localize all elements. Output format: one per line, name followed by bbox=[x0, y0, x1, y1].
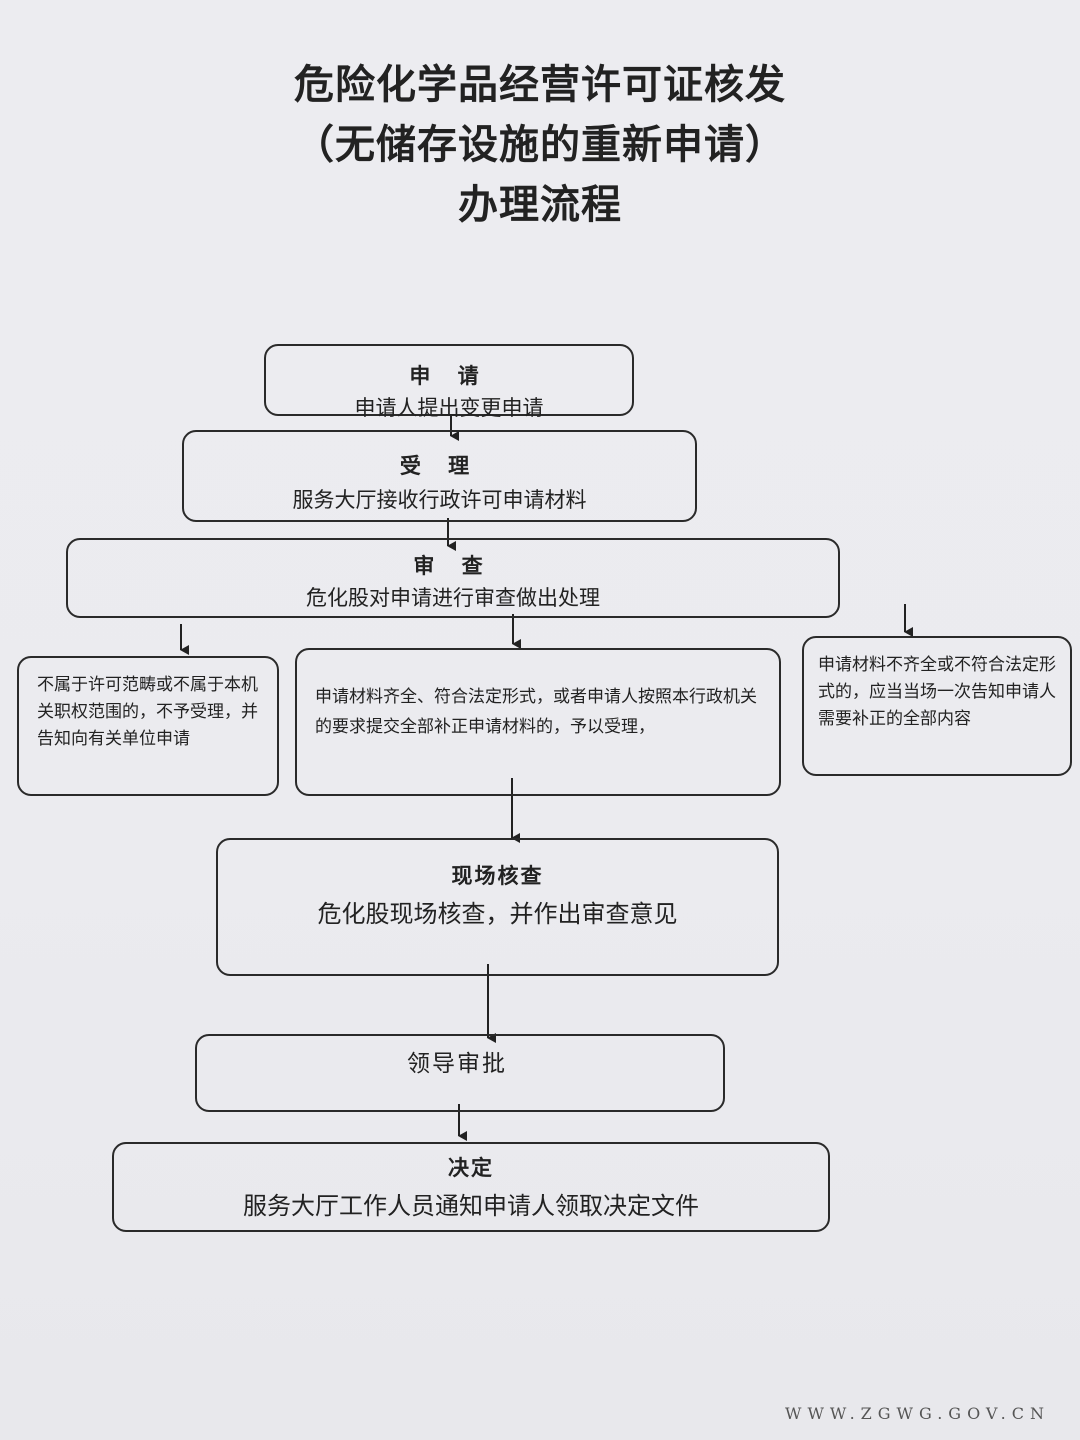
step-approval-box: 领导审批 bbox=[195, 1034, 725, 1112]
step-decision-text: 服务大厅工作人员通知申请人领取决定文件 bbox=[243, 1192, 699, 1220]
step-approval-heading: 领导审批 bbox=[407, 1051, 507, 1077]
watermark: WWW.ZGWG.GOV.CN bbox=[785, 1404, 1050, 1423]
outcome-accepted-text: 申请材料齐全、符合法定形式，或者申请人按照本行政机关的要求提交全部补正申请材料的… bbox=[315, 687, 757, 737]
step-apply-heading: 申 请 bbox=[409, 364, 489, 388]
title-line-2: （无储存设施的重新申请） bbox=[294, 122, 786, 168]
step-review-heading: 审 查 bbox=[413, 554, 493, 578]
outcome-not-accepted-box: 不属于许可范畴或不属于本机关职权范围的，不予受理，并告知向有关单位申请 bbox=[17, 656, 279, 796]
step-review-box: 审 查 危化股对申请进行审查做出处理 bbox=[66, 538, 840, 618]
step-decision-heading: 决定 bbox=[448, 1156, 494, 1180]
step-decision-box: 决定 服务大厅工作人员通知申请人领取决定文件 bbox=[112, 1142, 830, 1232]
outcome-correction-text: 申请材料不齐全或不符合法定形式的，应当当场一次告知申请人需要补正的全部内容 bbox=[818, 655, 1056, 729]
step-accept-text: 服务大厅接收行政许可申请材料 bbox=[292, 488, 587, 512]
outcome-correction-box: 申请材料不齐全或不符合法定形式的，应当当场一次告知申请人需要补正的全部内容 bbox=[802, 636, 1072, 776]
step-accept-box: 受 理 服务大厅接收行政许可申请材料 bbox=[182, 430, 697, 522]
step-accept-heading: 受 理 bbox=[399, 454, 480, 478]
step-inspection-heading: 现场核查 bbox=[451, 864, 544, 888]
title-line-1: 危险化学品经营许可证核发 bbox=[294, 62, 786, 108]
step-inspection-box: 现场核查 危化股现场核查，并作出审查意见 bbox=[216, 838, 779, 976]
step-review-text: 危化股对申请进行审查做出处理 bbox=[306, 586, 600, 610]
step-apply-text: 申请人提出变更申请 bbox=[354, 396, 544, 420]
step-apply-box: 申 请 申请人提出变更申请 bbox=[264, 344, 634, 420]
outcome-not-accepted-text: 不属于许可范畴或不属于本机关职权范围的，不予受理，并告知向有关单位申请 bbox=[37, 675, 258, 749]
step-inspection-text: 危化股现场核查，并作出审查意见 bbox=[317, 900, 678, 928]
title-line-3: 办理流程 bbox=[458, 182, 622, 228]
outcome-accepted-box: 申请材料齐全、符合法定形式，或者申请人按照本行政机关的要求提交全部补正申请材料的… bbox=[295, 648, 781, 796]
